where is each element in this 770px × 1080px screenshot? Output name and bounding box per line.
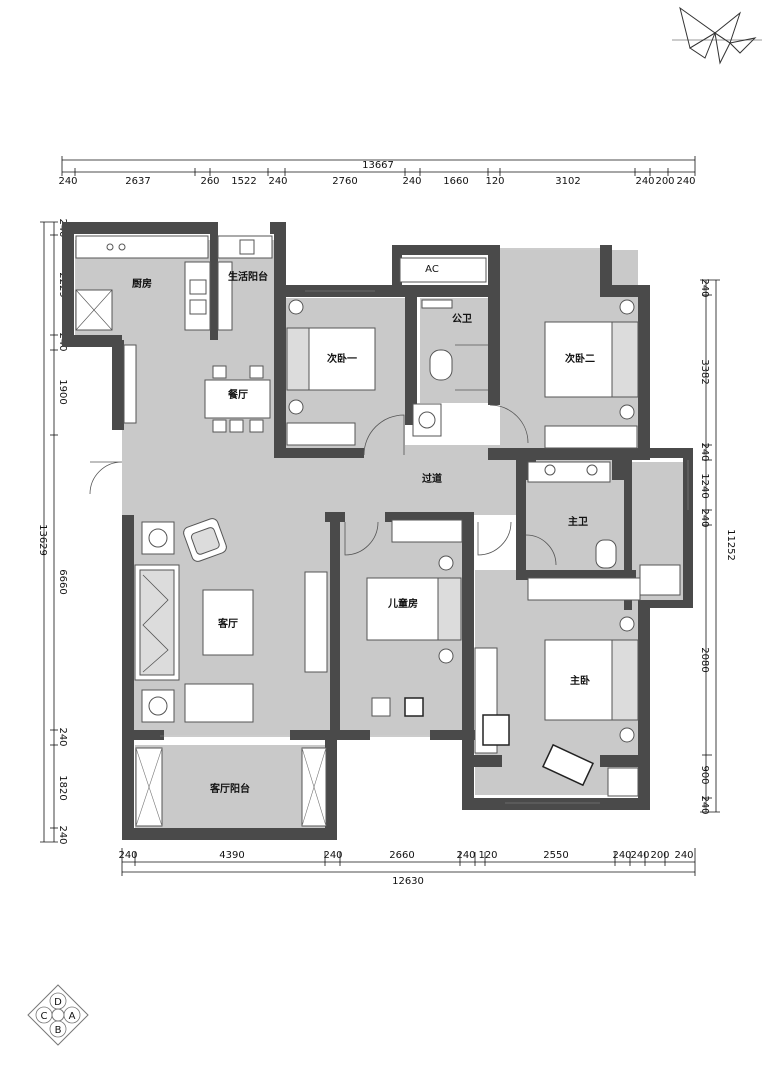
right-dim: 240 (699, 442, 710, 461)
bottom-dim: 240 (118, 850, 137, 861)
top-dim: 260 (200, 176, 219, 187)
living-furniture (134, 518, 328, 723)
logo-emblem (672, 6, 762, 65)
top-dim: 1660 (443, 176, 468, 187)
bottom-total-dim: 12630 (392, 876, 424, 887)
left-dim: 6660 (57, 569, 68, 594)
bottom-dim: 120 (478, 850, 497, 861)
top-dim: 2637 (125, 176, 150, 187)
bottom-dim: 240 (630, 850, 649, 861)
windows (160, 248, 689, 804)
dining-cabinet (123, 344, 137, 424)
bottom-dim: 2660 (389, 850, 414, 861)
top-dim: 240 (58, 176, 77, 187)
compass-letter: A (69, 1011, 76, 1022)
room-label-dining: 餐厅 (227, 388, 248, 401)
master-bath-fixtures (527, 461, 681, 596)
doors (89, 404, 557, 566)
top-dim: 240 (635, 176, 654, 187)
room-label-corridor: 过道 (422, 472, 442, 485)
bottom-dim: 240 (456, 850, 475, 861)
left-total-dim: 13629 (37, 524, 48, 556)
public-bath-fixtures: AC (399, 257, 488, 437)
right-dim: 3382 (699, 359, 710, 384)
room-label-bedroom-two: 次卧二 (565, 352, 595, 365)
bottom-dim: 200 (650, 850, 669, 861)
top-dim: 1522 (231, 176, 256, 187)
top-dim: 240 (676, 176, 695, 187)
right-dim: 2080 (699, 647, 710, 672)
balcony-cabinets (135, 747, 327, 827)
top-dim: 3102 (555, 176, 580, 187)
top-dim: 240 (402, 176, 421, 187)
room-label-master-bedroom: 主卧 (570, 674, 590, 687)
bottom-dim: 240 (612, 850, 631, 861)
right-dim: 240 (699, 278, 710, 297)
kitchen-fixtures (75, 235, 273, 331)
right-dim: 900 (699, 765, 710, 784)
dining-table (204, 365, 271, 433)
walls (62, 222, 693, 840)
bottom-dim: 2550 (543, 850, 568, 861)
right-dim: 1240 (699, 473, 710, 498)
bedroom-two-furniture (544, 299, 639, 449)
right-dim: 240 (699, 508, 710, 527)
kids-room-furniture (366, 519, 463, 717)
compass-symbol: D C A B (27, 984, 89, 1046)
left-dim: 1820 (57, 775, 68, 800)
top-dimension: 13667 240 2637 260 1522 240 2760 240 166… (58, 156, 696, 187)
top-dim: 200 (655, 176, 674, 187)
compass-letter: C (41, 1011, 48, 1022)
bottom-dimension: 240 4390 240 2660 240 120 2550 240 240 2… (118, 848, 696, 887)
top-dim: 240 (268, 176, 287, 187)
right-total-dim: 11252 (725, 529, 736, 561)
room-label-master-bath: 主卫 (568, 515, 588, 528)
bedroom-one-furniture (286, 299, 376, 446)
right-dim: 240 (699, 795, 710, 814)
bottom-dim: 240 (323, 850, 342, 861)
top-total-dim: 13667 (362, 160, 394, 171)
room-label-kids-room: 儿童房 (387, 597, 418, 610)
room-label-living-balcony: 客厅阳台 (209, 782, 250, 795)
room-labels: 厨房 生活阳台 餐厅 次卧一 公卫 次卧二 过道 主卫 客厅 儿童房 主卧 客厅… (132, 270, 595, 795)
room-label-balcony-small: 生活阳台 (228, 270, 268, 283)
compass-letter: D (54, 997, 62, 1008)
top-dim: 120 (485, 176, 504, 187)
room-label-public-bath: 公卫 (452, 313, 472, 325)
top-dim: 2760 (332, 176, 357, 187)
master-bedroom-furniture (474, 577, 641, 797)
bottom-dim: 240 (674, 850, 693, 861)
room-label-living: 客厅 (217, 617, 238, 630)
ac-label: AC (425, 264, 439, 275)
left-dim: 240 (57, 727, 68, 746)
left-dim: 240 (57, 825, 68, 844)
bottom-dim: 4390 (219, 850, 244, 861)
right-dimension: 240 3382 240 1240 240 2080 900 240 11252 (699, 278, 736, 814)
left-dim: 1900 (57, 379, 68, 404)
room-label-kitchen: 厨房 (132, 277, 152, 290)
compass-letter: B (55, 1025, 62, 1036)
room-label-bedroom-one: 次卧一 (327, 352, 357, 365)
